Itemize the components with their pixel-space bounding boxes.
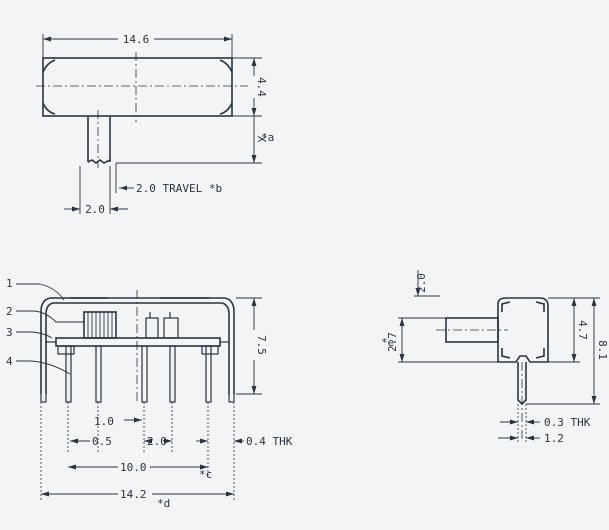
arrow-travel	[120, 185, 127, 191]
pin-4	[169, 345, 176, 403]
dim-pin-offset-label: 0.5	[92, 435, 112, 448]
side-corner-mark-3	[501, 348, 511, 359]
arrow-lead-offset-right	[526, 435, 534, 441]
dim-thickness-label: 0.4 THK	[246, 435, 293, 448]
switch-body-top	[42, 57, 233, 117]
side-corner-mark-1	[501, 301, 511, 312]
dim-span-note: *c	[199, 468, 212, 481]
front-height-label: 7.5	[255, 335, 268, 355]
arrow-body-bottom	[571, 354, 577, 362]
travel-label: 2.0 TRAVEL *b	[136, 182, 222, 195]
arrow-offset-bottom	[399, 354, 405, 362]
side-body	[497, 297, 549, 363]
arrow-lead-thk-right	[526, 419, 534, 425]
arrow-overall-left	[41, 491, 49, 497]
callout-4: 4	[6, 355, 13, 368]
dim-length-label: 14.6	[123, 33, 150, 46]
arrow-row-2	[144, 438, 152, 444]
arrow-up	[251, 58, 257, 66]
arrow-x	[251, 155, 257, 163]
arrow-body-top	[571, 298, 577, 306]
callout-1: 1	[6, 277, 13, 290]
dim-span-label: 10.0	[120, 461, 147, 474]
arrow-pin-gap	[134, 417, 142, 423]
pin-5	[205, 345, 212, 403]
arrow-row-5	[234, 438, 242, 444]
top-view: 14.6 4.4 X *a 2.0 TRAVEL *b	[36, 33, 274, 216]
side-corner-mark-2	[535, 301, 545, 312]
pin-shoulder-2	[201, 345, 219, 355]
side-view: 2.0 *e 2.7 4.7 8.1	[381, 270, 609, 445]
side-body-height-label: 4.7	[576, 320, 589, 340]
callout-2: 2	[6, 305, 13, 318]
arrow-lead-offset-left	[510, 435, 518, 441]
side-total-height-label: 8.1	[596, 340, 609, 360]
side-lead-offset-label: 1.2	[544, 432, 564, 445]
contact-block-1	[145, 317, 159, 339]
dim-pitch-label: 2.0	[147, 435, 167, 448]
arrow-left	[43, 36, 51, 42]
arrow-row-4	[200, 438, 208, 444]
front-view: 1 2 3 4	[6, 277, 293, 510]
arrow-row-1	[70, 438, 78, 444]
arrow-side-stem	[415, 288, 421, 296]
arrow-height-top	[251, 298, 257, 306]
dim-x-note: *a	[261, 131, 274, 144]
arrow-span-right	[200, 464, 208, 470]
corner-mark-bl	[42, 102, 56, 115]
arrow-stem-right	[110, 206, 118, 212]
terminal-pins	[40, 345, 235, 403]
arrow-stem-left	[72, 206, 80, 212]
side-offset-note: *e	[381, 336, 394, 349]
arrow-total-top	[591, 298, 597, 306]
dim-overall-note: *d	[157, 497, 170, 510]
arrow-offset-top	[399, 318, 405, 326]
dim-pin-gap-label: 1.0	[94, 415, 114, 428]
arrow-lead-thk-left	[510, 419, 518, 425]
corner-mark-tr	[219, 59, 233, 73]
side-lead-thickness-label: 0.3 THK	[544, 416, 591, 429]
leader-4	[16, 360, 71, 375]
side-corner-mark-4	[535, 348, 545, 359]
dim-height-label: 4.4	[255, 77, 268, 97]
side-stem-label: 2.0	[415, 273, 428, 293]
dim-x-label: X	[255, 136, 268, 143]
arrow-height-bottom	[251, 386, 257, 394]
actuator-break	[87, 159, 111, 164]
pin-3	[141, 345, 148, 403]
arrow-total-bottom	[591, 396, 597, 404]
callout-3: 3	[6, 326, 13, 339]
housing-inner-outline	[45, 302, 230, 394]
dim-overall-label: 14.2	[120, 488, 147, 501]
housing-outline	[40, 297, 235, 394]
arrow-down	[251, 108, 257, 116]
leader-2	[16, 310, 84, 323]
slider-hatching	[87, 312, 113, 338]
arrow-span-left	[68, 464, 76, 470]
contact-block-2	[163, 317, 179, 339]
corner-mark-br	[219, 102, 233, 115]
corner-mark-tl	[42, 59, 56, 73]
arrow-row-3	[164, 438, 172, 444]
pin-2	[95, 345, 102, 403]
side-offset-label: 2.7	[386, 332, 399, 352]
base-plate	[55, 337, 221, 347]
arrow-right	[224, 36, 232, 42]
stem-width-label: 2.0	[85, 203, 105, 216]
arrow-overall-right	[226, 491, 234, 497]
pin-1	[65, 345, 72, 403]
